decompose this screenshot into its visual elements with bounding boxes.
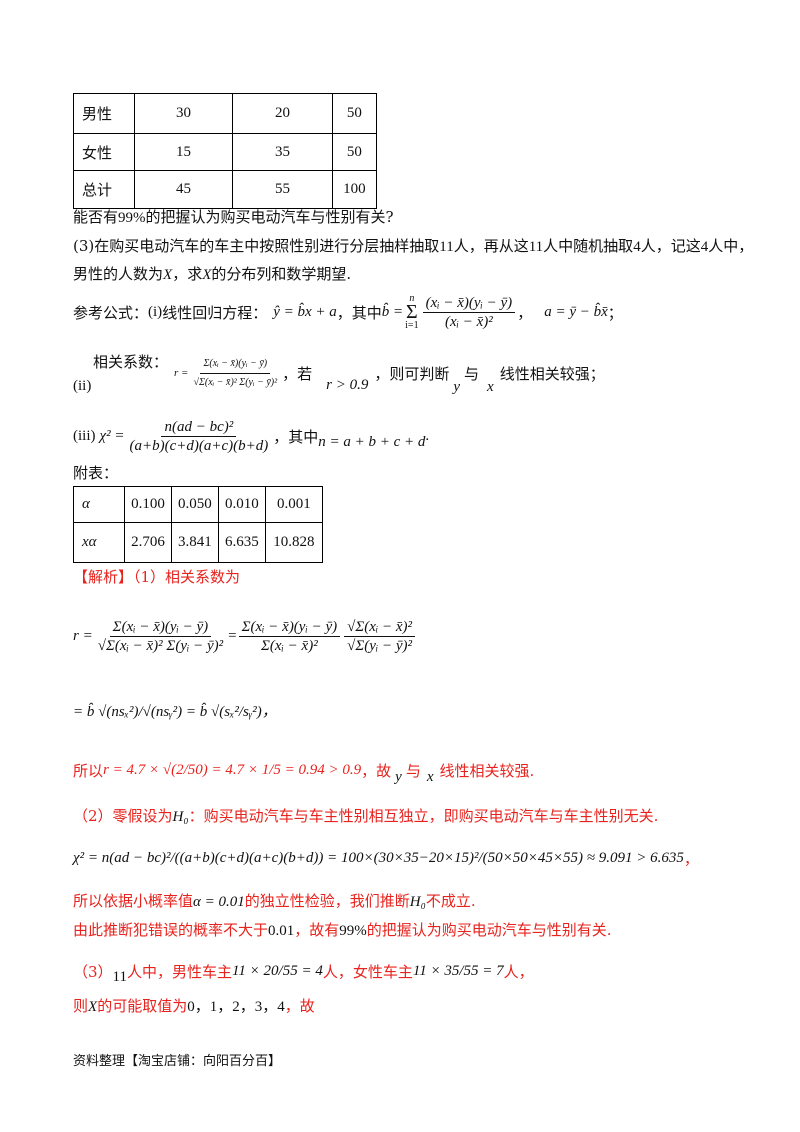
q2-tail: 能否有99%的把握认为购买电动汽车与性别有关?: [73, 208, 394, 226]
cell: 0.001: [264, 486, 324, 523]
cell: 30: [133, 93, 234, 134]
cell: 6.635: [217, 522, 266, 563]
cell: 100: [331, 170, 378, 209]
solution-part2-conclusion: 所以依据小概率值α = 0.01的独立性检验，我们推断H₀不成立.: [73, 892, 476, 910]
solution-r-value: 所以 r = 4.7 × √(2/50) = 4.7 × 1/5 = 0.94 …: [73, 761, 535, 785]
solution-r-simplify: = b̂ √(nsₓ²)/√(nsᵧ²) = b̂ √(sₓ²/sᵧ²)，: [73, 703, 277, 720]
alpha-header: α: [73, 486, 125, 523]
cell: 45: [133, 170, 234, 209]
row-label: 总计: [73, 170, 135, 209]
solution-part2-hypothesis: （2）零假设为H₀：购买电动汽车与车主性别相互独立，即购买电动汽车与车主性别无关…: [73, 807, 659, 825]
cell: 10.828: [264, 522, 324, 563]
cell: 0.050: [170, 486, 219, 523]
ref-formula-ii: 相关系数： (ii) r = Σ(xᵢ − x̄)(yᵢ − ȳ)√Σ(xᵢ −…: [73, 353, 605, 395]
cell: 3.841: [170, 522, 219, 563]
page-footer: 资料整理【淘宝店铺：向阳百分百】: [73, 1054, 282, 1069]
cell: 0.100: [124, 486, 172, 523]
q3-line1: (3)在购买电动汽车的车主中按照性别进行分层抽样抽取11人，再从这11人中随机抽…: [73, 237, 754, 255]
cell: 55: [232, 170, 333, 209]
solution-part2-error: 由此推断犯错误的概率不大于0.01，故有99%的把握认为购买电动汽车与性别有关.: [73, 921, 612, 939]
row-label: 女性: [73, 133, 135, 171]
cell: 50: [331, 93, 378, 134]
row-label: 男性: [73, 93, 135, 134]
cell: 35: [232, 133, 333, 171]
cell: 0.010: [217, 486, 266, 523]
cell: 50: [331, 133, 378, 171]
ref-formula-i: 参考公式： (i) 线性回归方程： ŷ = b̂x + a ，其中 b̂ = n…: [73, 293, 623, 331]
solution-r-formula: r = Σ(xᵢ − x̄)(yᵢ − ȳ)√Σ(xᵢ − x̄)² Σ(yᵢ …: [73, 596, 417, 676]
ref-formula-iii: (iii) χ² = n(ad − bc)²(a+b)(c+d)(a+c)(b+…: [73, 418, 430, 454]
cell: 20: [232, 93, 333, 134]
solution-part3-values: 则X的可能取值为0，1，2，3，4，故: [73, 997, 315, 1015]
x-alpha-header: xα: [73, 522, 125, 563]
cell: 2.706: [124, 522, 172, 563]
solution-chi-calc: χ² = n(ad − bc)²/((a+b)(c+d)(a+c)(b+d)) …: [73, 849, 699, 868]
solution-heading: 【解析】（1）相关系数为: [73, 568, 241, 586]
cell: 15: [133, 133, 234, 171]
appendix-table: α 0.100 0.050 0.010 0.001 xα 2.706 3.841…: [73, 486, 324, 563]
solution-part3-strata: （3） 11 人中，男性车主 11 × 20/55 = 4 人，女性车主 11 …: [73, 962, 534, 985]
appendix-label: 附表：: [73, 464, 119, 482]
gender-table: 男性 30 20 50 女性 15 35 50 总计 45 55 100: [73, 93, 378, 209]
q3-line2: 男性的人数为X，求X的分布列和数学期望.: [73, 265, 352, 283]
